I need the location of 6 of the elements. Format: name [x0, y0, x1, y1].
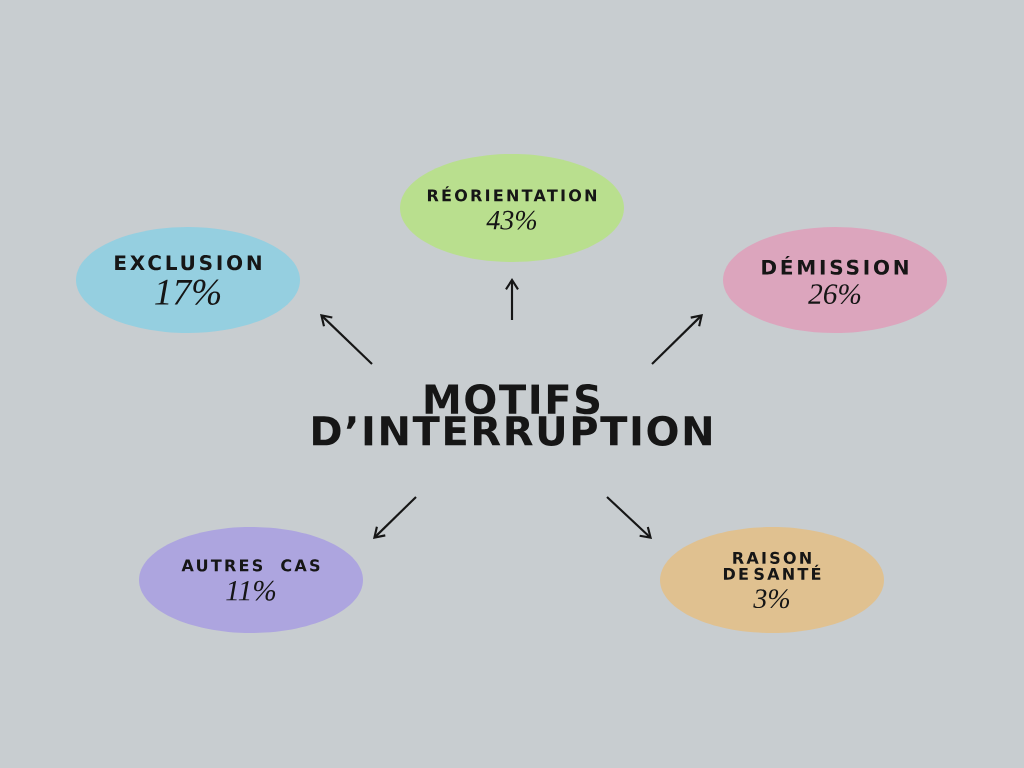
arrow	[606, 496, 652, 539]
title-text: MOTIFS D’INTERRUPTION	[313, 384, 711, 446]
arrow	[651, 314, 703, 365]
arrow	[373, 496, 417, 539]
arrow	[320, 314, 373, 365]
arrow	[505, 278, 519, 320]
